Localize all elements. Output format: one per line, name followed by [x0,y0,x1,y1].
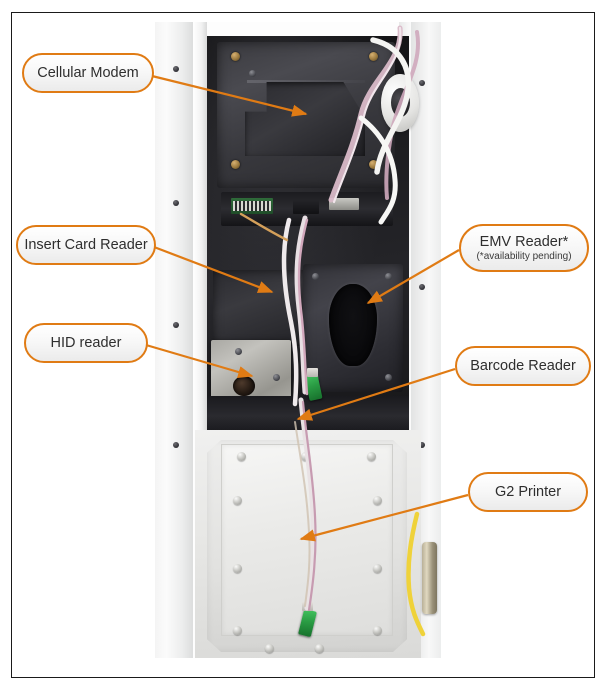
internal-module [329,198,359,210]
callout-note-emv-reader: (*availability pending) [476,250,572,262]
callout-label-insert-card-reader: Insert Card Reader [24,236,148,253]
bezel-screw-hole [419,80,425,86]
bezel-screw-hole [173,66,179,72]
callout-label-barcode-reader: Barcode Reader [470,357,576,374]
round-boss-center [391,88,410,117]
printer-panel-screw [367,452,376,461]
bezel-screw-hole [173,322,179,328]
cabinet-bezel-left [155,22,193,658]
hid-reader-hole [233,376,255,396]
modem-screw [369,52,378,61]
modem-screw [231,52,240,61]
insert-card-reader-body [213,270,305,346]
callout-cellular-modem[interactable]: Cellular Modem [22,53,154,93]
emv-bezel-screw [312,273,319,280]
emv-bezel-screw [385,273,392,280]
callout-g2-printer[interactable]: G2 Printer [468,472,588,512]
printer-panel-screw [373,626,382,635]
printer-panel-screw [233,626,242,635]
printer-connector-cap [302,602,313,611]
bezel-screw-hole [419,442,425,448]
callout-hid-reader[interactable]: HID reader [24,323,148,363]
callout-emv-reader[interactable]: EMV Reader* (*availability pending) [459,224,589,272]
hid-plate-screw [273,374,280,381]
internal-module [293,200,319,214]
modem-screw-small [249,70,256,77]
cellular-modem-bracket [217,42,395,188]
modem-screw [231,160,240,169]
bezel-screw-hole [173,200,179,206]
emv-bezel-screw [385,374,392,381]
printer-panel-screw [233,564,242,573]
modem-connector-strip [221,192,393,226]
callout-barcode-reader[interactable]: Barcode Reader [455,346,591,386]
bezel-screw-hole [173,442,179,448]
bezel-screw-hole [419,284,425,290]
callout-insert-card-reader[interactable]: Insert Card Reader [16,225,156,265]
printer-panel-screw [237,452,246,461]
callout-label-emv-reader: EMV Reader* [479,233,569,250]
emv-reader-bezel [303,264,403,392]
connector-ribbon-pins [233,201,271,211]
printer-panel-screw [233,496,242,505]
hid-plate-screw [235,348,242,355]
callout-label-g2-printer: G2 Printer [494,483,562,500]
callout-label-hid-reader: HID reader [50,334,122,351]
modem-screw [369,160,378,169]
emv-card-slot [329,284,377,366]
kiosk-interior-photo [155,22,441,658]
printer-panel-screw [301,452,310,461]
door-hinge [422,542,437,614]
callout-label-cellular-modem: Cellular Modem [37,64,139,81]
modem-recess [245,82,365,156]
printer-panel-screw [373,496,382,505]
printer-panel-screw [265,644,274,653]
barcode-connector-cap [307,368,318,377]
printer-panel-screw [315,644,324,653]
printer-panel-screw [373,564,382,573]
